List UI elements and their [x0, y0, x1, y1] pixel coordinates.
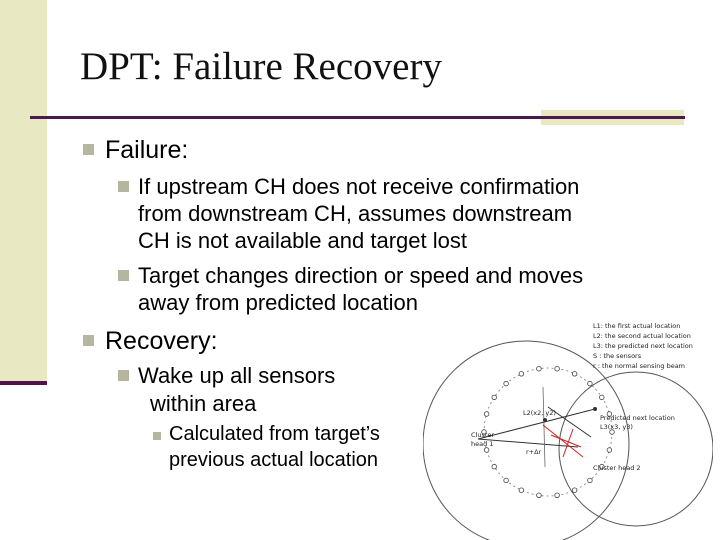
sensor-node [609, 429, 615, 435]
bullet-marker [118, 270, 129, 281]
legend-line: L2: the second actual location [593, 332, 691, 340]
bullet-line: If upstream CH does not receive confirma… [138, 174, 580, 199]
bullet-failure: Failure: [105, 136, 189, 164]
sensor-node [536, 366, 542, 372]
bullet-line: previous actual location [169, 449, 379, 471]
sensor-node [571, 487, 578, 493]
legend-line: r : the normal sensing beam [593, 362, 685, 370]
sensor-node [503, 380, 509, 387]
target-point [543, 418, 547, 422]
bullet-marker [118, 370, 129, 381]
bullet-marker [83, 335, 94, 346]
sensor-node [571, 371, 578, 377]
sensor-node [481, 429, 487, 435]
sensor-node [483, 411, 490, 417]
legend-line: S : the sensors [593, 352, 642, 360]
slide-title: DPT: Failure Recovery [80, 45, 442, 88]
sidebar-accent [0, 381, 47, 385]
bullet-marker [118, 181, 129, 192]
radius-line [477, 408, 596, 440]
track-line-2 [547, 406, 592, 438]
bullet-line: Target changes direction or speed and mo… [138, 263, 584, 288]
diagram-svg: L1: the first actual location L2: the se… [423, 322, 713, 540]
cluster-head-2-label: Cluster head 2 [593, 464, 641, 472]
sensor-node [491, 463, 497, 470]
legend-line: L3: the predicted next location [593, 342, 693, 350]
bullet-line: Calculated from target’s [169, 423, 380, 445]
point-label: L2(x2, y2) [523, 409, 556, 417]
bullet-line: from downstream CH, assumes downstream [138, 201, 573, 226]
cluster-head-1-label: Cluster [471, 431, 494, 439]
sensor-node [587, 477, 593, 484]
error-mark-a [542, 424, 584, 458]
predicted-point [593, 407, 597, 411]
vertical-guide [542, 386, 546, 468]
sensing-circle-1 [423, 340, 630, 540]
sensing-circle-2 [558, 371, 713, 527]
sensor-ring [481, 366, 615, 498]
sensor-node [599, 463, 605, 470]
sensor-node [483, 447, 490, 453]
sensor-node [554, 366, 560, 372]
radius-label: r+Δr [526, 448, 542, 456]
sensor-node [536, 492, 542, 498]
bullet-line: CH is not available and target lost [138, 228, 467, 253]
bullet-line: away from predicted location [138, 290, 419, 315]
sensor-node [518, 487, 525, 493]
track-line-1 [477, 438, 579, 448]
sensor-node [587, 380, 593, 387]
sensor-node [606, 447, 613, 453]
predicted-label: L3(x3, y3) [600, 423, 633, 431]
bullet-marker [83, 144, 94, 155]
error-mark-b [562, 428, 574, 458]
prediction-arrow [550, 434, 582, 448]
sensor-node [606, 411, 613, 417]
sidebar-decoration [0, 0, 47, 382]
cluster-head-1-label: head 1 [471, 440, 493, 448]
title-rule [30, 116, 685, 119]
predicted-label: Predicted next location [600, 414, 675, 422]
wakeup-circle [483, 367, 613, 497]
sensor-node [518, 371, 525, 377]
sensor-node [503, 477, 509, 484]
bullet-line: Wake up all sensors [138, 363, 336, 388]
legend-line: L1: the first actual location [593, 322, 680, 330]
recovery-diagram: L1: the first actual location L2: the se… [423, 317, 713, 540]
sensor-node [491, 394, 497, 401]
sensor-node [599, 394, 605, 401]
bullet-line: within area [150, 391, 257, 416]
bullet-recovery: Recovery: [105, 327, 218, 355]
bullet-marker [153, 432, 161, 440]
sensor-node [554, 492, 560, 498]
